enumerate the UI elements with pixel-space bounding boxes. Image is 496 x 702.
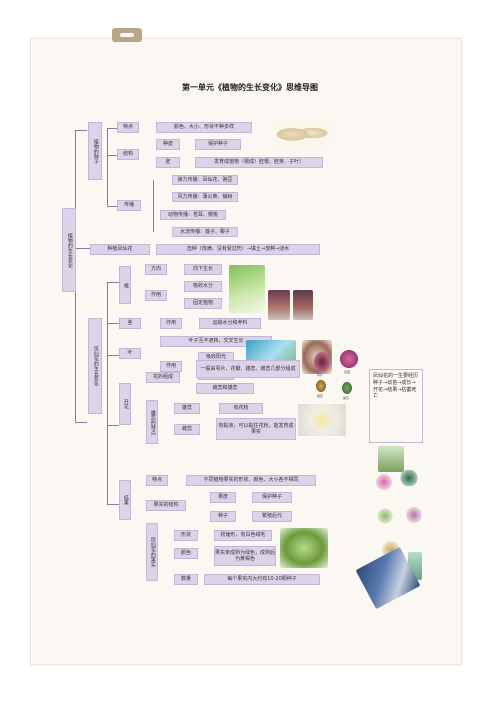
connector [75, 422, 87, 423]
cycle-stage-image [406, 506, 422, 524]
sepal-image [314, 352, 330, 372]
fruit-structure-item-label: 种子 [210, 511, 236, 522]
connector [107, 355, 119, 356]
dispersal-item: 弹力传播：凤仙花、豌豆 [172, 175, 238, 185]
growth-section-node: 凤仙花的生长变化 [88, 318, 102, 414]
connector [75, 248, 90, 249]
connector [107, 206, 117, 207]
fruit-structure-label: 果实的结构 [146, 500, 186, 511]
caption-pistil: 雌蕊 [343, 396, 350, 400]
seed-image [272, 119, 330, 147]
leaf-label: 叶 [119, 348, 141, 359]
seed-coat-label: 种皮 [156, 139, 180, 150]
seed-structure-label: 结构 [117, 149, 139, 160]
root-function-label: 作用 [145, 290, 167, 301]
connector [107, 323, 119, 324]
caption-petal: 花瓣 [344, 370, 351, 374]
fruit-characteristics-label: 特点 [146, 475, 168, 486]
stem-label: 茎 [119, 318, 141, 329]
leaf-function-label: 作用 [160, 361, 182, 372]
connector [107, 282, 119, 283]
caption-sepal: 萼片 [317, 373, 324, 377]
seed-characteristics-label: 特点 [117, 122, 139, 133]
connector [107, 128, 117, 129]
seed-coat-value: 保护种子 [195, 139, 241, 150]
flower-label: 开花 [119, 383, 131, 425]
fruit-structure-item-label: 果皮 [210, 492, 236, 503]
fruit-shape-label: 形状 [174, 530, 198, 541]
caption-stamen: 雄蕊 [317, 394, 324, 398]
stamen-value: 有花粉 [219, 403, 263, 414]
binder-clip [112, 28, 142, 42]
stamen-pistil-label: 雄蕊的特点 [146, 400, 158, 444]
connector [75, 130, 87, 131]
page-title: 第一单元《植物的生长变化》思维导图 [182, 83, 318, 92]
dispersal-item: 水流传播：莲子、椰子 [172, 227, 238, 237]
fruit-color-label: 颜色 [174, 548, 198, 559]
stem-function-label: 作用 [160, 318, 182, 329]
petal-image [340, 350, 358, 368]
seedling-image [378, 446, 404, 472]
fruit-count-value: 每个果实内大约有10-20颗种子 [204, 574, 320, 585]
flower-image [298, 404, 346, 436]
embryo-label: 胚 [156, 157, 180, 168]
dispersal-item: 风力传播：蒲公英、槭树 [172, 192, 238, 202]
life-cycle-box: 凤仙花的一生要经历种子→幼苗→成长→开花→结果→枯萎死亡 [369, 369, 423, 443]
pistil-value: 有黏液，可以黏住花粉，能发育成果实 [216, 418, 296, 440]
root-function-item: 吸收水分 [184, 281, 222, 292]
seed-characteristics-value: 颜色、大小、形状不种多样 [156, 122, 252, 133]
stamen-label: 雄蕊 [174, 403, 200, 414]
potted-plant-image [293, 290, 313, 320]
seed-section-node: 植物的种子 [88, 122, 102, 180]
root-node: 植物的生长变化 [62, 208, 76, 292]
root-label: 根 [119, 266, 131, 304]
connector [107, 425, 119, 426]
cycle-stage-image [375, 474, 393, 490]
fruit-image [280, 528, 328, 568]
connector [153, 180, 154, 232]
stem-function-value: 运输水分和养料 [199, 318, 261, 329]
flower-composition-item: 雌蕊和雄蕊 [196, 383, 254, 394]
fruit-count-label: 数量 [174, 574, 198, 585]
pistil-label: 雌蕊 [174, 424, 200, 435]
fruit-label: 结果 [119, 480, 131, 520]
root-function-item: 固定植物 [184, 298, 222, 309]
fruit-color-value: 果实未成熟为绿色，成熟后为黄褐色 [214, 546, 276, 566]
pistil-image [342, 382, 352, 394]
root-plant-image [229, 265, 265, 313]
dispersal-label: 传播 [117, 200, 141, 211]
fruit-shape-value: 纺锤形，有白色绒毛 [214, 530, 272, 541]
root-direction-label: 方向 [145, 264, 167, 275]
flower-composition-item: 一般由萼片、花瓣、雄蕊、雌蕊几部分组成 [196, 360, 300, 378]
embryo-value: 发育成植物（根成）胚根、胚芽、子叶） [195, 157, 323, 168]
cycle-stage-image [377, 508, 393, 524]
connector [107, 282, 108, 504]
planting-value: 选种（饱满、没有受过伤）→填土→放种→浇水 [156, 244, 320, 255]
balsam-fruit-label: 凤仙花的果实 [146, 523, 158, 581]
connector [107, 155, 117, 156]
dispersal-item: 动物传播：苍耳、樱桃 [160, 210, 226, 220]
connector [107, 128, 108, 206]
fruit-characteristics-value: 不同植物果实的形状、颜色、大小各不相同 [186, 475, 316, 486]
potted-plant-image [268, 290, 290, 320]
cycle-stage-image [399, 470, 419, 486]
fruit-structure-item-value: 繁殖后代 [252, 511, 292, 522]
root-direction-value: 向下生长 [184, 264, 222, 275]
stamen-image [316, 380, 326, 392]
planting-label: 种植凤仙花 [90, 244, 150, 255]
fruit-structure-item-value: 保护种子 [252, 492, 292, 503]
connector [107, 504, 119, 505]
flower-composition-label: 花的组成 [146, 372, 180, 383]
